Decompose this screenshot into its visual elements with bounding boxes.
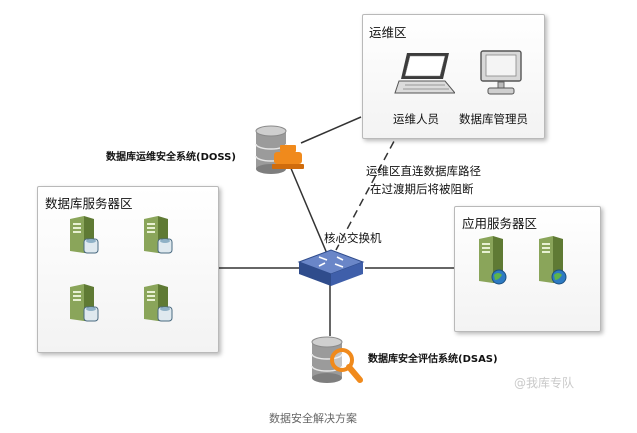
application-server-icon <box>479 236 507 285</box>
ops-to-switch-line <box>289 165 329 257</box>
database-server-icon <box>144 284 173 322</box>
ops-zone-to-doss-line <box>300 116 362 144</box>
core-switch-icon <box>297 249 365 286</box>
path-note-line-1: 运维区直连数据库路径 <box>366 164 481 178</box>
database-server-icon <box>70 216 99 254</box>
path-note-line-2: 在过渡期后将被阻断 <box>370 182 474 196</box>
db-server-zone-title: 数据库服务器区 <box>45 196 133 211</box>
dba-label: 数据库管理员 <box>459 112 528 126</box>
core-switch-label: 核心交换机 <box>324 231 382 245</box>
dsas-label: 数据库安全评估系统(DSAS) <box>368 354 498 365</box>
ops-staff-label: 运维人员 <box>393 112 439 126</box>
doss-database-icon <box>255 125 304 174</box>
application-server-icon <box>539 236 567 285</box>
db-server-zone: 数据库服务器区 <box>37 186 219 353</box>
laptop-icon <box>394 53 455 94</box>
desktop-monitor-icon <box>480 50 522 95</box>
database-server-icon <box>144 216 173 254</box>
app-server-zone-title: 应用服务器区 <box>462 216 538 231</box>
figure-caption: 数据安全解决方案 <box>269 412 357 425</box>
database-server-icon <box>70 284 99 322</box>
direct-db-path-dashed-line <box>335 129 401 251</box>
doss-label: 数据库运维安全系统(DOSS) <box>106 152 236 163</box>
watermark: @我库专队 <box>514 376 575 390</box>
dsas-database-search-icon <box>311 336 363 383</box>
ops-zone: 运维区 运维人员 数据库管理员 <box>362 14 545 139</box>
app-server-zone: 应用服务器区 <box>454 206 601 332</box>
ops-zone-title: 运维区 <box>369 25 407 40</box>
